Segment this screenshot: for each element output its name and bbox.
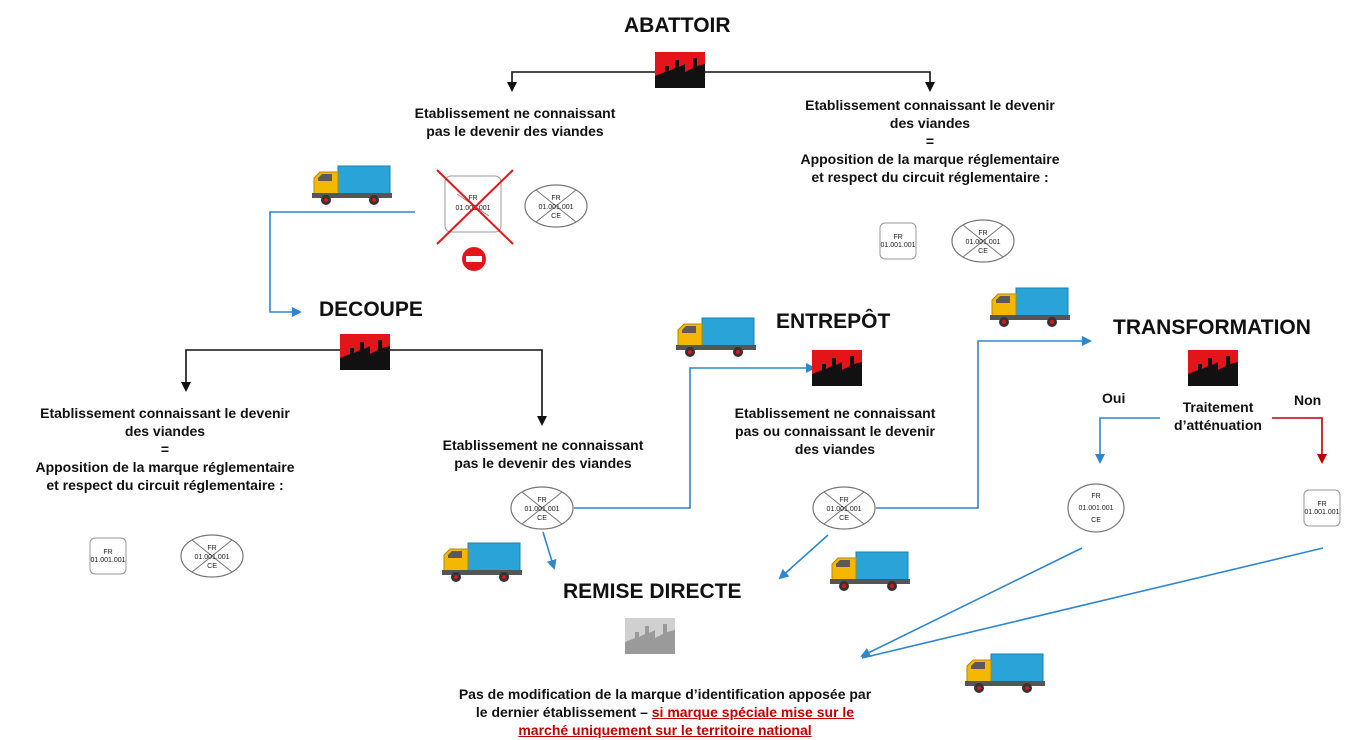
svg-text:FR: FR: [551, 195, 560, 202]
truck-icon: [311, 165, 393, 206]
stamp-oval-ce: FR 01.001.001 CE: [951, 219, 1015, 263]
svg-text:CE: CE: [537, 515, 547, 522]
footer-text: Pas de modification de la marque d’ident…: [395, 685, 935, 739]
arrow-to-decoupe: [269, 211, 415, 317]
svg-text:FR: FR: [207, 545, 216, 552]
stamp-square: FR 01.001.001: [879, 222, 917, 260]
stamp-square-crossed-out: FR 01.001.001: [436, 169, 514, 245]
factory-icon-abattoir: [655, 52, 705, 88]
traitement-text: Traitement d’atténuation: [1174, 399, 1262, 433]
svg-text:FR: FR: [839, 497, 848, 504]
svg-text:01.001.001: 01.001.001: [538, 204, 573, 211]
stamp-square: FR 01.001.001: [1303, 489, 1341, 527]
stamp-oval-ce: FR 01.001.001 CE: [524, 184, 588, 228]
svg-text:FR: FR: [1091, 493, 1100, 500]
svg-text:01.001.001: 01.001.001: [1078, 505, 1113, 512]
arrow-non-footer: [861, 547, 1324, 659]
node-remise-directe: REMISE DIRECTE: [563, 580, 742, 603]
abattoir-left-text: Etablissement ne connaissant pas le deve…: [414, 105, 616, 139]
truck-icon: [989, 287, 1071, 328]
arrow-oui: [1095, 417, 1160, 464]
svg-text:FR: FR: [1317, 501, 1326, 508]
stamp-oval-ce: FR 01.001.001 CE: [510, 486, 574, 530]
stamp-oval-plain: FR 01.001.001 CE: [1067, 483, 1125, 533]
arrow-abattoir-left: [507, 71, 655, 92]
factory-icon-entrepot: [812, 350, 862, 386]
svg-text:01.001.001: 01.001.001: [1304, 509, 1339, 516]
entrepot-text: Etablissement ne connaissant pas ou conn…: [734, 405, 936, 457]
svg-text:FR: FR: [103, 549, 112, 556]
svg-text:CE: CE: [839, 515, 849, 522]
svg-text:01.001.001: 01.001.001: [90, 557, 125, 564]
truck-icon: [441, 542, 523, 583]
arrow-decoupe-left: [181, 349, 340, 392]
stamp-square: FR 01.001.001: [89, 537, 127, 575]
arrow-to-transformation: [876, 336, 1092, 509]
svg-text:01.001.001: 01.001.001: [524, 506, 559, 513]
decoupe-left-text: Etablissement connaissant le devenir des…: [35, 405, 295, 493]
factory-icon-transformation: [1188, 350, 1238, 386]
no-entry-icon: [462, 247, 486, 271]
factory-icon-remise-directe: [625, 618, 675, 654]
arrow-non: [1272, 417, 1327, 464]
truck-icon: [964, 653, 1046, 694]
footer-red-1: si marque spéciale mise sur le: [651, 704, 855, 720]
svg-text:CE: CE: [978, 248, 988, 255]
svg-text:FR: FR: [468, 195, 477, 202]
svg-text:FR: FR: [978, 230, 987, 237]
svg-text:01.001.001: 01.001.001: [194, 554, 229, 561]
svg-text:01.001.001: 01.001.001: [965, 239, 1000, 246]
svg-text:FR: FR: [893, 234, 902, 241]
footer-red-2: marché uniquement sur le territoire nati…: [518, 722, 812, 738]
node-entrepot: ENTREPÔT: [776, 310, 891, 333]
abattoir-right-text: Etablissement connaissant le devenir des…: [800, 97, 1060, 185]
node-abattoir: ABATTOIR: [624, 14, 731, 37]
node-transformation: TRANSFORMATION: [1113, 316, 1311, 339]
decoupe-right-text: Etablissement ne connaissant pas le deve…: [442, 437, 644, 471]
stamp-oval-ce: FR 01.001.001 CE: [812, 486, 876, 530]
svg-text:01.001.001: 01.001.001: [880, 242, 915, 249]
arrow-entrepot-remise: [778, 534, 829, 580]
arrow-decoupe-right: [390, 349, 547, 426]
stamp-oval-ce: FR 01.001.001 CE: [180, 534, 244, 578]
label-non: Non: [1294, 392, 1322, 408]
truck-icon: [829, 551, 911, 592]
arrow-to-entrepot: [574, 363, 816, 509]
node-decoupe: DECOUPE: [319, 298, 423, 321]
label-oui: Oui: [1102, 390, 1126, 406]
factory-icon-decoupe: [340, 334, 390, 370]
arrow-decoupe-remise: [542, 531, 557, 570]
svg-text:CE: CE: [551, 213, 561, 220]
svg-text:FR: FR: [537, 497, 546, 504]
svg-text:01.001.001: 01.001.001: [826, 506, 861, 513]
truck-icon: [675, 317, 757, 358]
svg-text:CE: CE: [207, 563, 217, 570]
arrow-abattoir-right: [705, 71, 935, 92]
svg-text:CE: CE: [1091, 517, 1101, 524]
arrow-oui-footer: [860, 547, 1083, 657]
